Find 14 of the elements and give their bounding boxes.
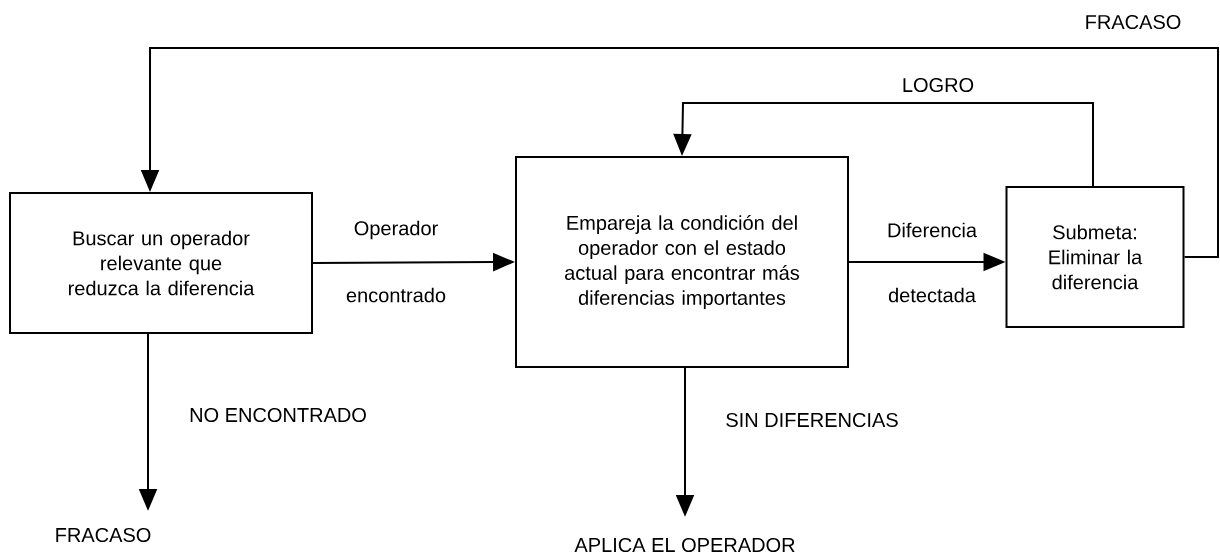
edge-label: FRACASO	[1082, 12, 1184, 32]
arrow	[673, 102, 1094, 187]
edge-label: NO ENCONTRADO	[187, 405, 369, 425]
label-text: detectada	[888, 287, 976, 303]
edge-label: LOGRO	[899, 75, 977, 95]
process-box: Buscar un operador relevante que reduzca la diferencia	[9, 192, 313, 334]
edge-label: Operador	[351, 218, 441, 242]
edge-label: Diferencia	[885, 220, 980, 240]
process-box: Empareja la condición del operador con el estado actual para encontrar más diferencias importantes	[515, 156, 849, 368]
outcome-text: APLICA EL OPERADOR	[574, 537, 795, 553]
outcome-text: FRACASO	[56, 527, 151, 543]
process-box: Submeta: Eliminar la diferencia	[1005, 186, 1185, 328]
label-text: encontrado	[346, 287, 446, 303]
edge-label: SIN DIFERENCIAS	[723, 410, 901, 430]
